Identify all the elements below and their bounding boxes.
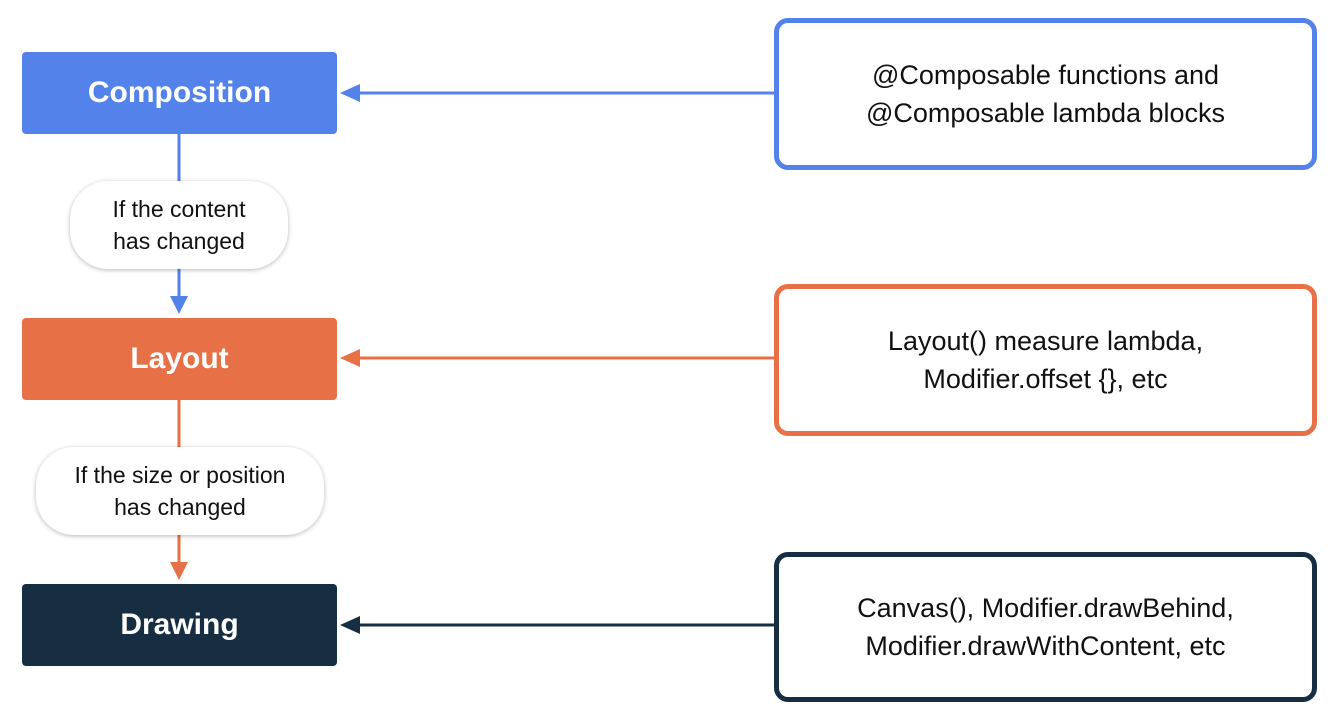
arrowhead-to-layout	[170, 296, 188, 314]
arrowhead-to-drawing-phase	[340, 616, 360, 634]
note-layout: Layout() measure lambda, Modifier.offset…	[774, 284, 1317, 436]
phase-drawing: Drawing	[22, 584, 337, 666]
note-composition: @Composable functions and @Composable la…	[774, 18, 1317, 170]
phase-composition: Composition	[22, 52, 337, 134]
phase-layout: Layout	[22, 318, 337, 400]
arrowhead-to-composition	[340, 84, 360, 102]
arrowhead-to-drawing	[170, 562, 188, 580]
condition-content-changed: If the content has changed	[70, 181, 288, 269]
note-drawing: Canvas(), Modifier.drawBehind, Modifier.…	[774, 552, 1317, 702]
condition-size-position-changed: If the size or position has changed	[36, 447, 324, 535]
arrowhead-to-layout-phase	[340, 349, 360, 367]
